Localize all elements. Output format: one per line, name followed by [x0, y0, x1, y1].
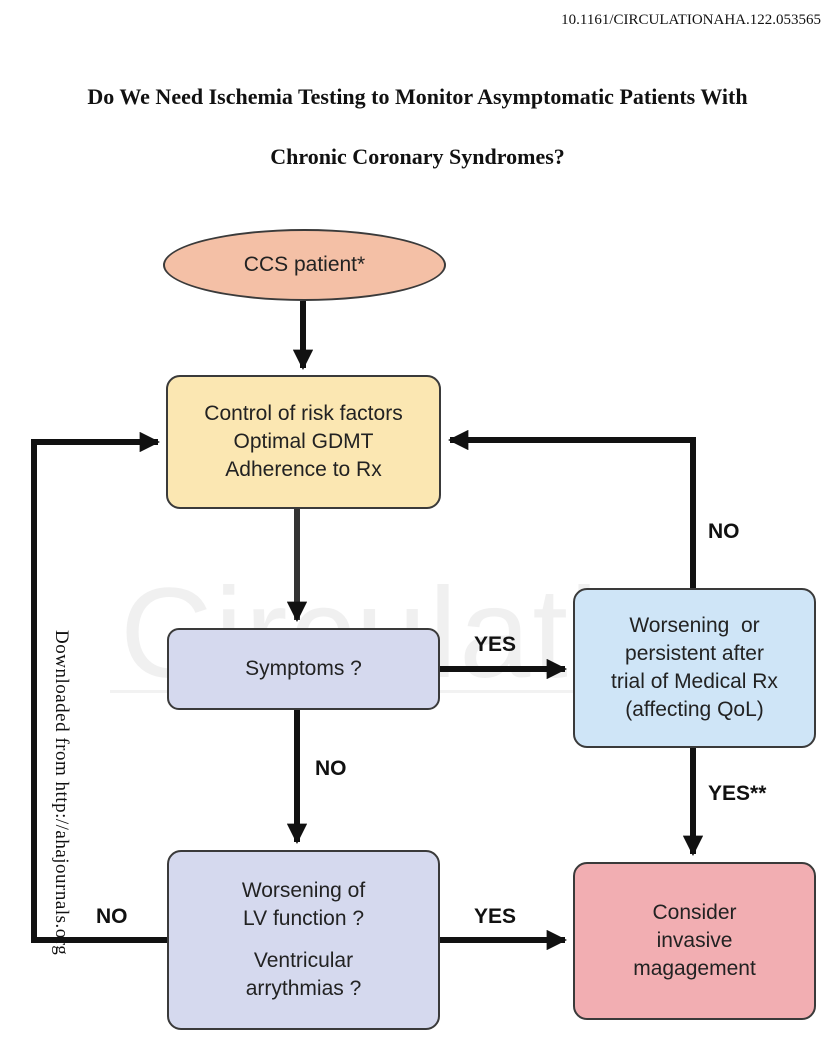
invasive-line-1: Consider — [652, 901, 737, 924]
label-worsening-no: NO — [708, 520, 740, 543]
worsening-line-3: trial of Medical Rx — [611, 670, 778, 693]
download-source-text: Downloaded from http://ahajournals.org — [51, 630, 72, 956]
watermark-underline — [110, 690, 790, 693]
doi-text: 10.1161/CIRCULATIONAHA.122.053565 — [561, 12, 821, 28]
node-lv-function-arrhythmias: Worsening of LV function ? Ventricular a… — [167, 850, 440, 1030]
label-lv-yes: YES — [474, 905, 517, 928]
arrow-worsening-no-loop — [447, 429, 696, 588]
page-title-line-1: Do We Need Ischemia Testing to Monitor A… — [87, 84, 748, 109]
lv-line-1: Worsening of — [241, 879, 366, 902]
worsening-line-1: Worsening or — [629, 614, 760, 637]
node-consider-invasive: Consider invasive magagement — [573, 862, 816, 1020]
lv-line-3: Ventricular — [253, 949, 354, 972]
node-symptoms-label: Symptoms ? — [245, 657, 362, 680]
node-worsening-persistent: Worsening or persistent after trial of M… — [573, 588, 816, 748]
label-worsening-yes: YES** — [708, 782, 767, 805]
node-control-risk-factors: Control of risk factors Optimal GDMT Adh… — [166, 375, 441, 509]
invasive-line-2: invasive — [656, 929, 733, 952]
lv-line-4: arrythmias ? — [245, 977, 362, 1000]
invasive-line-3: magagement — [633, 957, 756, 980]
worsening-line-4: (affecting QoL) — [625, 698, 764, 721]
node-ccs-patient: CCS patient* — [163, 229, 446, 301]
worsening-line-2: persistent after — [625, 642, 764, 665]
node-ccs-patient-label: CCS patient* — [243, 253, 366, 276]
control-line-1: Control of risk factors — [204, 402, 403, 425]
label-symptoms-no: NO — [315, 757, 347, 780]
control-line-2: Optimal GDMT — [233, 430, 374, 453]
label-symptoms-yes: YES — [474, 633, 517, 656]
control-line-3: Adherence to Rx — [225, 458, 382, 481]
node-symptoms: Symptoms ? — [167, 628, 440, 710]
arrow-lv-no-loop — [31, 431, 167, 943]
lv-line-2: LV function ? — [242, 907, 365, 930]
label-lv-no: NO — [96, 905, 128, 928]
page-title-line-2: Chronic Coronary Syndromes? — [270, 144, 565, 169]
